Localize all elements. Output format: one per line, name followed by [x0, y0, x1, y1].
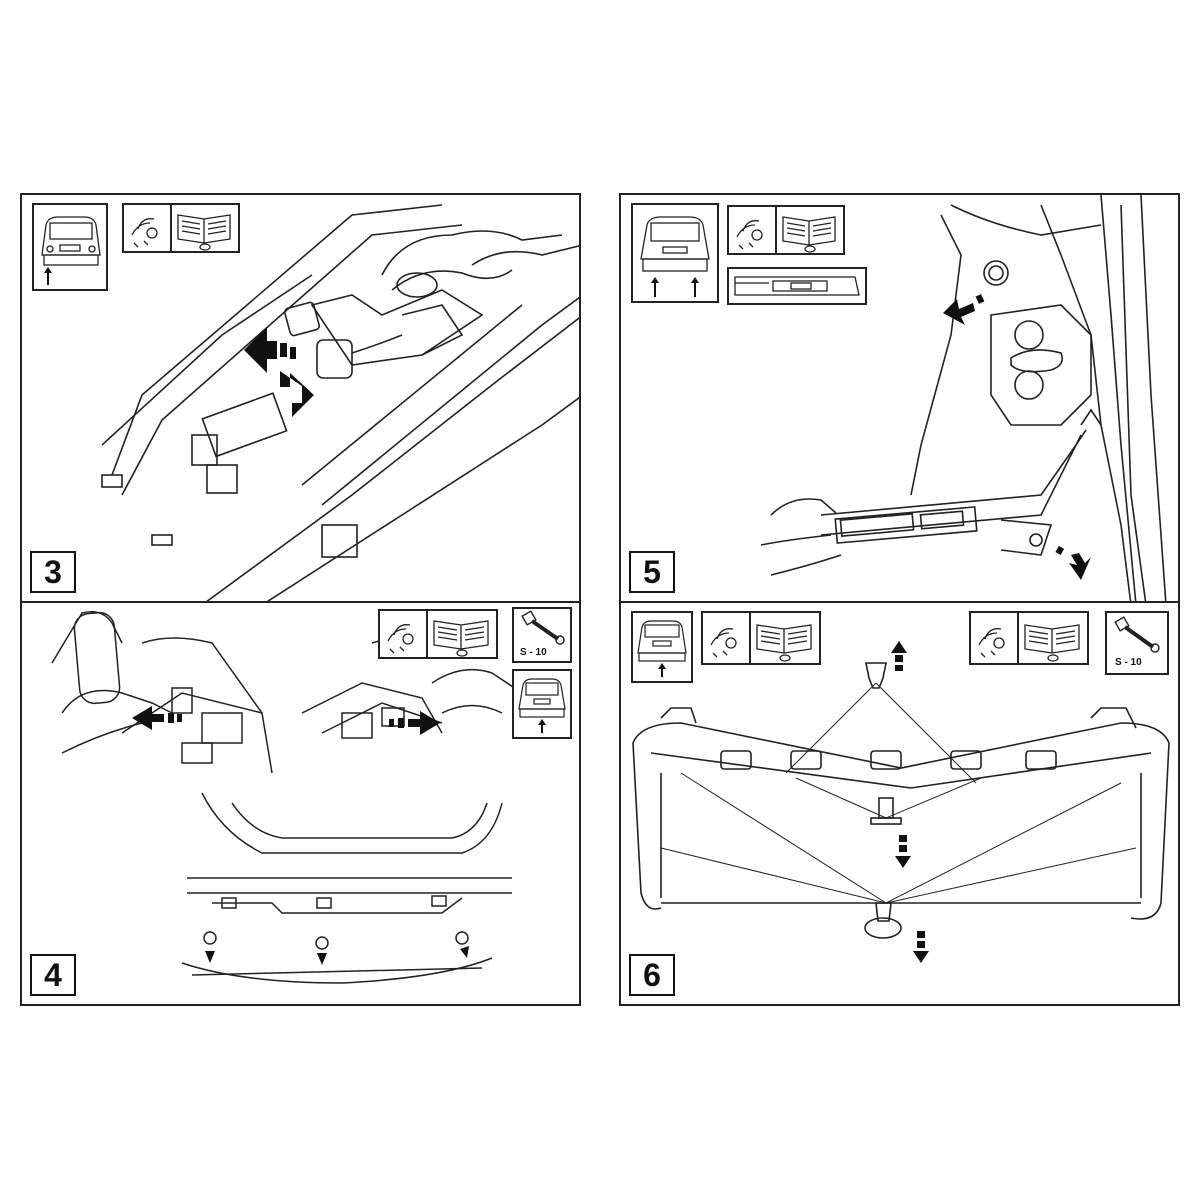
arrow-up-icon	[44, 267, 52, 285]
illustration-bumper-clips	[632, 641, 1170, 963]
illustration-connector-unplug	[101, 204, 579, 601]
arrow-up-icon	[651, 277, 699, 297]
manual-book-icon	[170, 203, 240, 253]
illustration-screw-removal	[51, 611, 523, 984]
panel-step-6: S - 10 6	[619, 601, 1180, 1006]
arrow-up-icon	[538, 719, 546, 733]
eye-inspect-icon	[969, 611, 1019, 665]
car-rear-icon	[512, 669, 572, 739]
car-rear-icon	[631, 203, 719, 303]
car-rear-icon	[32, 203, 108, 291]
socket-wrench-icon: S - 10	[1105, 611, 1169, 675]
panel-step-4: S - 10 4	[20, 601, 581, 1006]
manual-book-icon	[775, 205, 845, 255]
eye-inspect-icon	[378, 609, 428, 659]
step-number: 3	[30, 551, 76, 593]
step-number: 4	[30, 954, 76, 996]
car-rear-icon	[631, 611, 693, 683]
panel-step-5: 5	[619, 193, 1180, 603]
tool-size-label: S - 10	[1115, 657, 1142, 668]
socket-wrench-icon: S - 10	[512, 607, 572, 663]
step-number: 6	[629, 954, 675, 996]
step-number: 5	[629, 551, 675, 593]
eye-inspect-icon	[701, 611, 751, 665]
manual-book-icon	[749, 611, 821, 665]
arrow-up-icon	[658, 663, 666, 677]
trim-removal-tool-icon	[727, 267, 867, 305]
manual-book-icon	[426, 609, 498, 659]
panel-step-3: 3	[20, 193, 581, 603]
manual-book-icon	[1017, 611, 1089, 665]
eye-inspect-icon	[727, 205, 777, 255]
eye-inspect-icon	[122, 203, 172, 253]
illustration-latch-removal	[760, 195, 1167, 601]
tool-size-label: S - 10	[520, 647, 547, 658]
